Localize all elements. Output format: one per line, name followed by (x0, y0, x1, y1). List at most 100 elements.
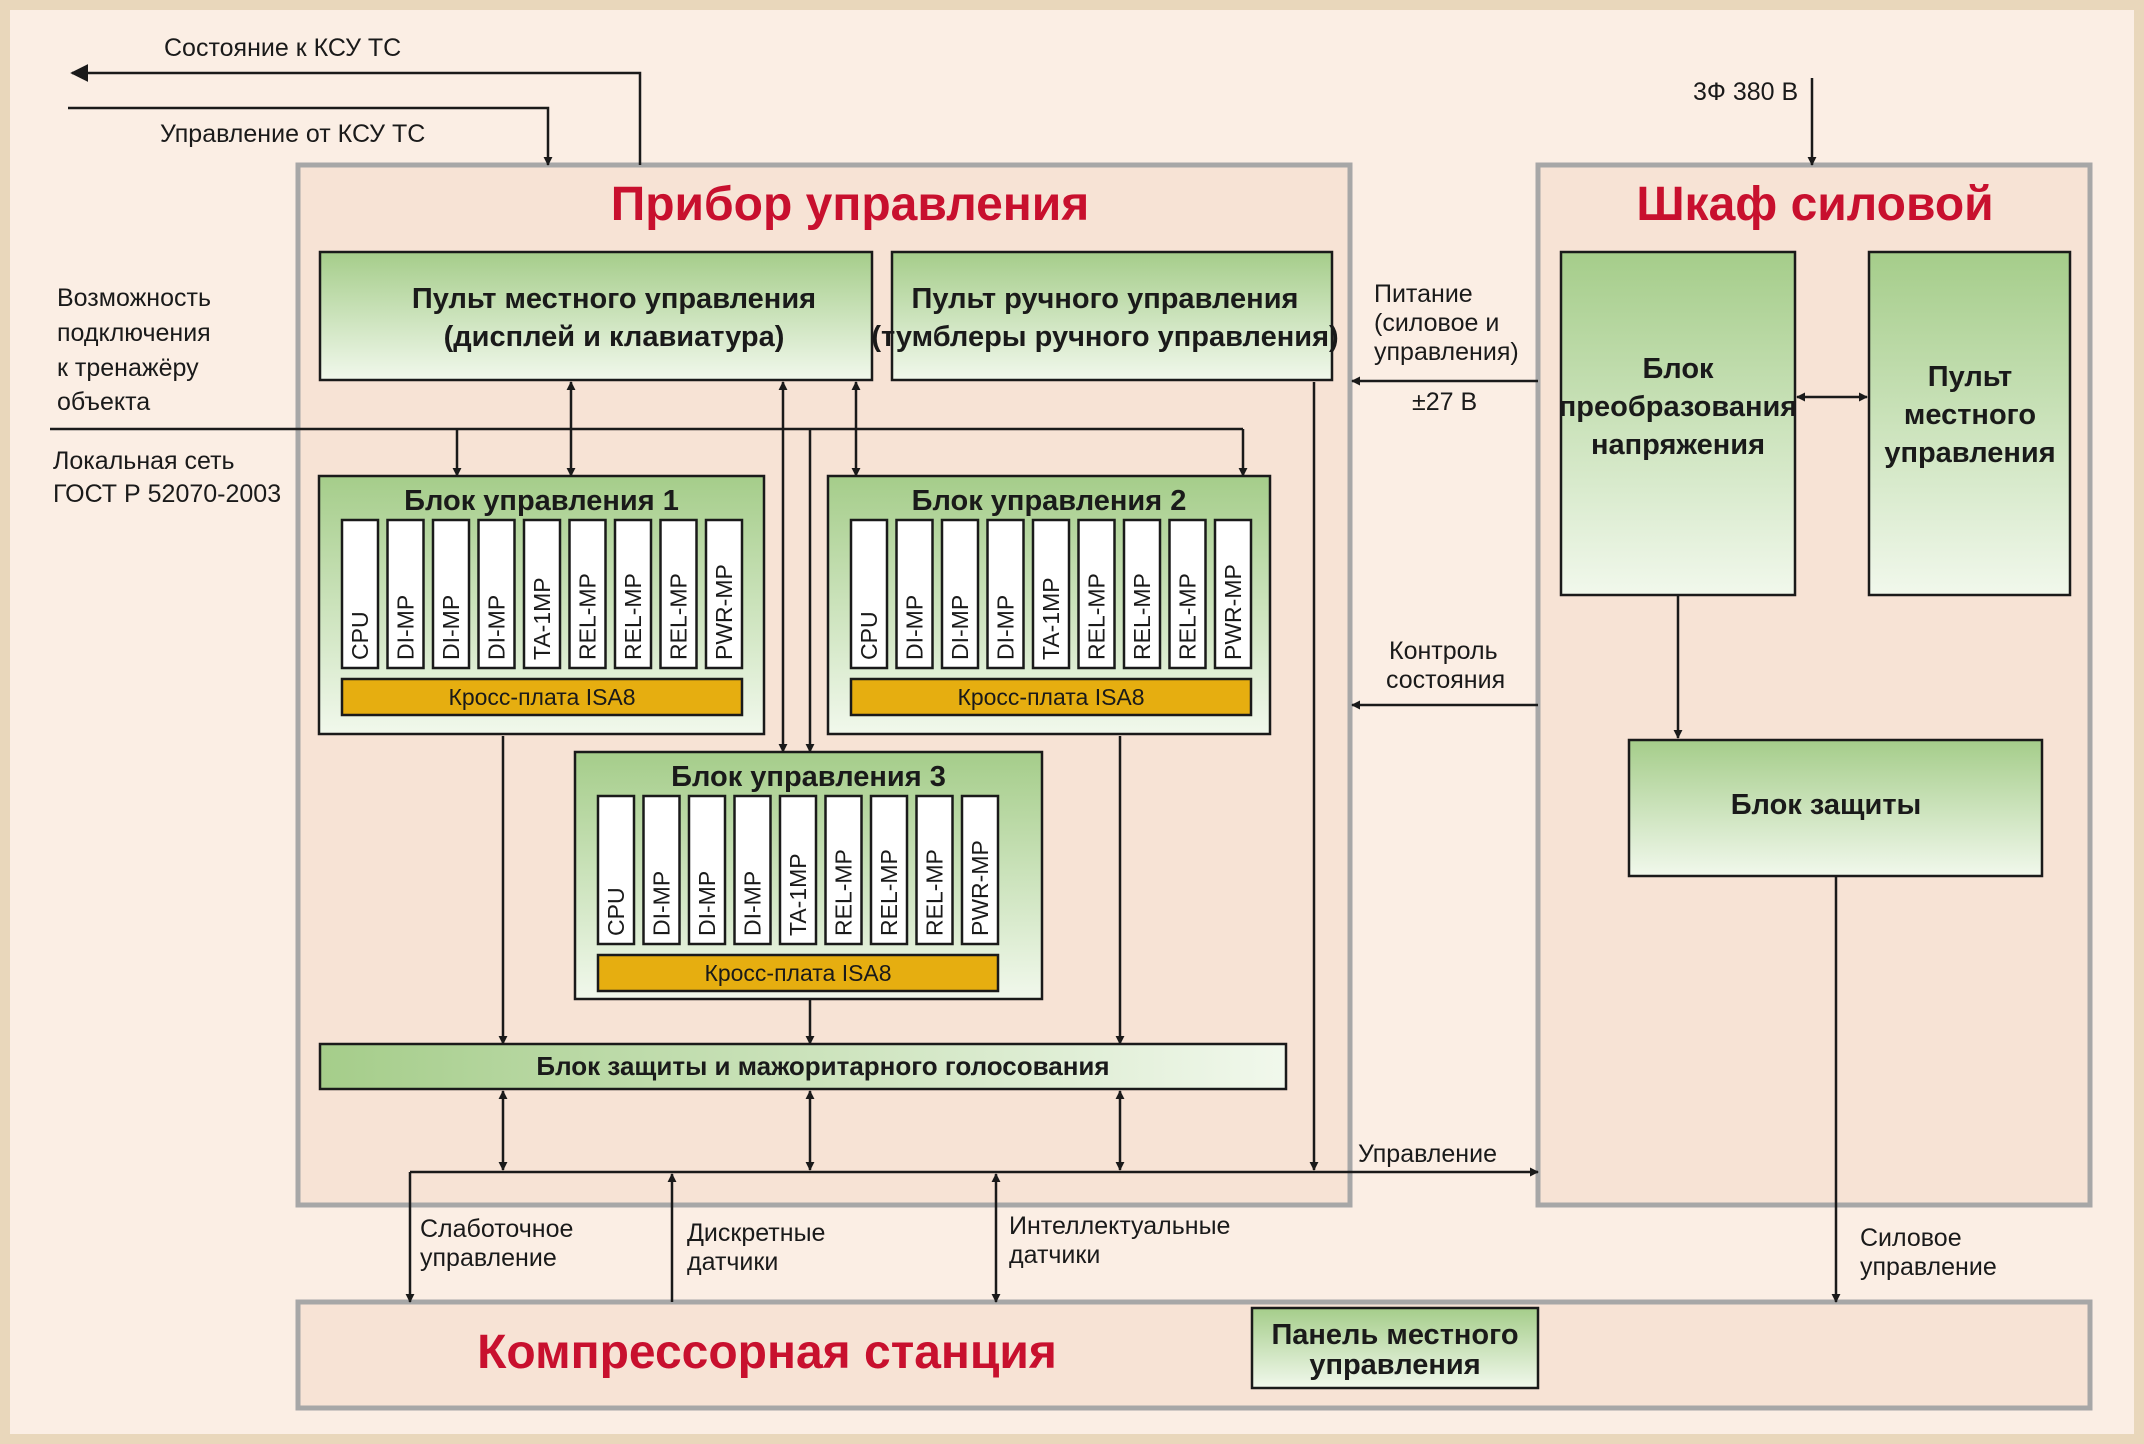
card-label: DI-MP (484, 595, 510, 660)
card-label: DI-MP (947, 595, 973, 660)
protection-voting-box (318, 1042, 1288, 1091)
power-cabinet-title: Шкаф силовой (1636, 178, 1993, 231)
low-current-label-2: управление (420, 1244, 557, 1272)
power-control-label-1: Силовое (1860, 1224, 1962, 1252)
card-label: REL-MP (1084, 573, 1110, 660)
control-label: Управление (1358, 1140, 1497, 1168)
local-control-panel-box (318, 250, 874, 382)
voltage-converter-line1: Блок (1642, 353, 1714, 385)
card-slot (340, 518, 380, 670)
cabinet-local-panel-line1: Пульт (1928, 361, 2013, 393)
card-slot (568, 518, 607, 670)
power-in-label: 3Ф 380 В (1693, 78, 1798, 106)
card-slot (895, 518, 934, 670)
card-label: TA-1MP (529, 577, 555, 660)
discrete-sensors-label-2: датчики (687, 1248, 778, 1276)
cabinet-protection-label: Блок защиты (1731, 789, 1922, 821)
state-control-label-2: состояния (1386, 666, 1505, 694)
card-slot (642, 794, 681, 946)
card-slot (824, 794, 863, 946)
control-from-ksu-line (68, 106, 553, 166)
card-label: TA-1MP (785, 853, 811, 936)
control-unit-title: Блок управления 1 (404, 485, 679, 517)
card-slot (659, 518, 698, 670)
card-label: DI-MP (649, 871, 675, 936)
power-supply-label-1: Питание (1374, 280, 1473, 308)
card-label: REL-MP (1129, 573, 1155, 660)
control-from-ksu-label: Управление от КСУ ТС (160, 120, 425, 148)
cabinet-local-panel-line3: управления (1884, 437, 2055, 469)
manual-control-panel-line1: Пульт ручного управления (912, 283, 1299, 315)
smart-sensors-label-1: Интеллектуальные (1009, 1212, 1230, 1240)
card-slot (687, 794, 727, 946)
card-label: REL-MP (620, 573, 646, 660)
card-slot (1122, 518, 1162, 670)
card-slot (869, 794, 909, 946)
cross-board (596, 953, 1000, 993)
cabinet-local-panel-box (1867, 250, 2072, 597)
local-control-panel-line2: (дисплей и клавиатура) (444, 321, 785, 353)
card-slot (915, 794, 954, 946)
card-label: REL-MP (876, 849, 902, 936)
discrete-sensors-label-1: Дискретные (687, 1219, 825, 1247)
compressor-station-title: Компрессорная станция (477, 1326, 1057, 1379)
cross-board-label: Кросс-плата ISA8 (448, 684, 635, 710)
card-slot (1031, 518, 1071, 670)
control-unit-title: Блок управления 3 (671, 761, 946, 793)
trainer-label-1: Возможность (57, 284, 211, 312)
cross-board (340, 677, 744, 717)
power-supply-label-2: (силовое и (1374, 309, 1499, 337)
voltage-converter-line3: напряжения (1591, 429, 1765, 461)
card-slot (704, 518, 744, 670)
connections (50, 64, 1868, 1303)
card-label: REL-MP (922, 849, 948, 936)
manual-control-panel-line2: (тумблеры ручного управления) (871, 321, 1338, 353)
card-label: TA-1MP (1038, 577, 1064, 660)
card-slot (960, 794, 1000, 946)
station-local-panel-line2: управления (1309, 1349, 1480, 1381)
control-device-title: Прибор управления (611, 178, 1090, 231)
card-slot (522, 518, 562, 670)
plus-minus-27-label: ±27 В (1412, 388, 1477, 416)
card-label: REL-MP (831, 849, 857, 936)
card-label: DI-MP (740, 871, 766, 936)
card-slot (596, 794, 636, 946)
state-control-label-1: Контроль (1389, 637, 1498, 665)
station-local-panel-line1: Панель местного (1271, 1319, 1518, 1351)
card-label: CPU (603, 887, 629, 936)
low-current-label-1: Слаботочное (420, 1215, 573, 1243)
card-label: CPU (856, 611, 882, 660)
station-local-panel-box (1250, 1306, 1540, 1390)
power-control-label-2: управление (1860, 1253, 1997, 1281)
card-slot (986, 518, 1025, 670)
card-slot (431, 518, 471, 670)
compressor-station-frame (295, 1299, 2093, 1411)
power-supply-label-3: управления) (1374, 338, 1519, 366)
lan-label-1: Локальная сеть (53, 447, 235, 475)
card-label: REL-MP (575, 573, 601, 660)
voltage-converter-line2: преобразования (1559, 391, 1797, 423)
card-label: REL-MP (1175, 573, 1201, 660)
card-label: PWR-MP (967, 840, 993, 936)
card-label: DI-MP (438, 595, 464, 660)
smart-sensors-label-2: датчики (1009, 1241, 1100, 1269)
card-label: REL-MP (666, 573, 692, 660)
manual-control-panel-box (890, 250, 1334, 382)
card-label: CPU (347, 611, 373, 660)
cross-board-label: Кросс-плата ISA8 (704, 960, 891, 986)
card-slot (733, 794, 772, 946)
card-label: DI-MP (902, 595, 928, 660)
card-label: PWR-MP (1220, 564, 1246, 660)
trainer-label-4: объекта (57, 388, 150, 416)
state-to-ksu-line (70, 64, 642, 165)
cross-board-label: Кросс-плата ISA8 (957, 684, 1144, 710)
control-unit-title: Блок управления 2 (912, 485, 1187, 517)
card-slot (1213, 518, 1253, 670)
cabinet-local-panel-line2: местного (1904, 399, 2036, 431)
card-slot (1168, 518, 1207, 670)
